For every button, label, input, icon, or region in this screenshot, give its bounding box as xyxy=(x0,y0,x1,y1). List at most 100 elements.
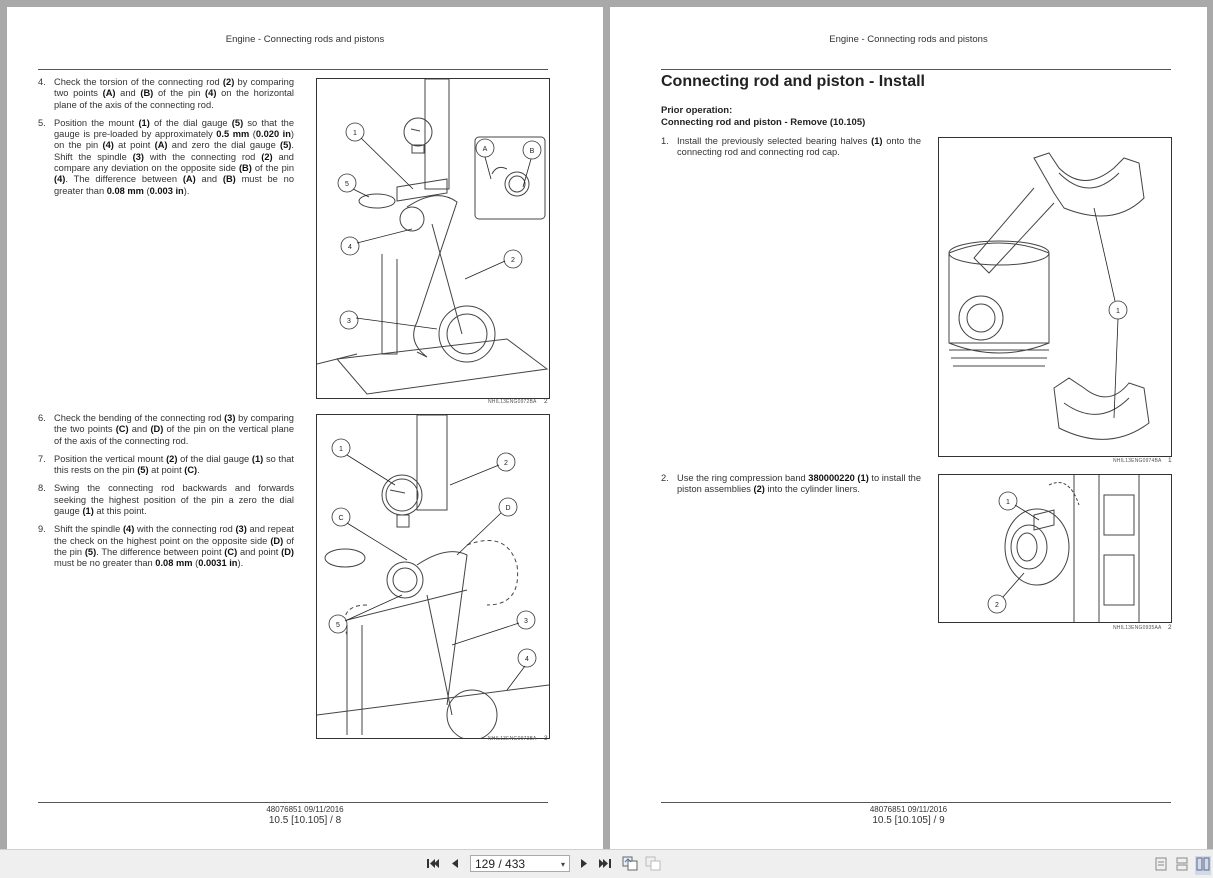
steps-list-bending: 6. Check the bending of the connecting ro… xyxy=(38,413,294,577)
steps-list-bearing: 1. Install the previously selected bearin… xyxy=(661,136,921,166)
previous-view-button[interactable] xyxy=(622,856,638,874)
procedure-step: 8. Swing the connecting rod backwards and… xyxy=(38,483,294,517)
previous-view-icon xyxy=(622,856,638,871)
step-text: Use the ring compression band 380000220 … xyxy=(677,473,921,495)
connecting-rod-bending-illustration: 1 2 3 4 5 C D xyxy=(317,415,549,738)
procedure-step: 7. Position the vertical mount (2) of the… xyxy=(38,454,294,477)
document-page-right: Engine - Connecting rods and pistons Con… xyxy=(610,7,1207,849)
prior-operation-label: Prior operation: xyxy=(661,105,733,116)
step-text: Shift the spindle (4) with the connectin… xyxy=(54,524,295,569)
header-rule xyxy=(661,69,1171,70)
page-header: Engine - Connecting rods and pistons xyxy=(225,34,385,45)
step-number: 8. xyxy=(38,483,46,494)
svg-text:2: 2 xyxy=(504,460,508,467)
dropdown-arrow-icon: ▾ xyxy=(560,860,565,869)
svg-text:2: 2 xyxy=(511,257,515,264)
step-text: Swing the connecting rod backwards and f… xyxy=(54,483,294,517)
figure-caption: NHIL13ENG0973BA xyxy=(488,736,537,742)
svg-text:3: 3 xyxy=(347,318,351,325)
footer-rule xyxy=(661,802,1171,803)
procedure-step: 1. Install the previously selected bearin… xyxy=(661,136,921,159)
doc-number-date: 48076851 09/11/2016 xyxy=(869,805,948,814)
figure-number: 3 xyxy=(544,735,548,742)
svg-text:D: D xyxy=(505,505,510,512)
continuous-view-icon xyxy=(1176,857,1188,871)
document-page-left: Engine - Connecting rods and pistons 4. C… xyxy=(7,7,603,849)
svg-text:1: 1 xyxy=(1116,308,1120,315)
figure-caption: NHIL13ENG0972BA xyxy=(488,399,537,405)
doc-number-date: 48076851 09/11/2016 xyxy=(266,805,344,814)
svg-text:5: 5 xyxy=(336,622,340,629)
figure-ring-compression: 1 2 xyxy=(938,474,1172,623)
single-page-view-button[interactable] xyxy=(1155,857,1167,874)
figure-number: 2 xyxy=(1168,624,1172,631)
figure-bending-check: 1 2 3 4 5 C D xyxy=(316,414,550,739)
first-page-button[interactable] xyxy=(426,858,440,872)
prior-operation: Prior operation: Connecting rod and pist… xyxy=(661,105,865,128)
step-text: Position the mount (1) of the dial gauge… xyxy=(54,117,295,196)
next-view-icon xyxy=(645,856,661,871)
procedure-step: 6. Check the bending of the connecting ro… xyxy=(38,413,294,447)
steps-list-torsion: 4. Check the torsion of the connecting ro… xyxy=(38,77,294,204)
figure-caption: NHIL13ENG0974BA xyxy=(1113,458,1162,464)
svg-text:5: 5 xyxy=(345,181,349,188)
svg-text:4: 4 xyxy=(525,656,529,663)
step-number: 7. xyxy=(38,453,46,464)
page-number-value: 129 / 433 xyxy=(475,857,526,871)
section-title: Connecting rod and piston - Install xyxy=(661,73,925,90)
prev-page-icon xyxy=(452,859,458,868)
figure-number: 2 xyxy=(544,398,548,405)
two-page-view-icon xyxy=(1196,857,1210,871)
procedure-step: 4. Check the torsion of the connecting ro… xyxy=(38,77,294,111)
figure-number: 1 xyxy=(1168,457,1172,464)
two-page-view-button[interactable] xyxy=(1195,856,1211,875)
piston-rod-bearing-illustration: 1 xyxy=(948,152,1150,440)
step-number: 9. xyxy=(38,524,46,535)
last-page-icon xyxy=(599,859,611,868)
ring-compression-band-illustration: 1 2 xyxy=(987,475,1140,622)
page-reference: 10.5 [10.105] / 9 xyxy=(872,815,945,826)
step-number: 4. xyxy=(38,77,46,87)
svg-text:2: 2 xyxy=(995,602,999,609)
svg-text:1: 1 xyxy=(1006,499,1010,506)
pdf-navigation-toolbar: 129 / 433 ▾ xyxy=(0,849,1213,878)
connecting-rod-torsion-illustration: 1 2 3 4 5 A B xyxy=(317,79,549,395)
step-text: Install the previously selected bearing … xyxy=(677,136,922,158)
previous-page-button[interactable] xyxy=(450,858,460,872)
next-page-icon xyxy=(581,859,587,868)
page-reference: 10.5 [10.105] / 8 xyxy=(268,815,342,826)
step-number: 2. xyxy=(661,473,669,483)
svg-text:4: 4 xyxy=(348,244,352,251)
procedure-step: 5. Position the mount (1) of the dial gau… xyxy=(38,118,294,197)
footer-rule xyxy=(38,802,548,803)
page-number-select[interactable]: 129 / 433 ▾ xyxy=(470,855,570,872)
svg-text:C: C xyxy=(338,515,343,522)
header-rule xyxy=(38,69,548,70)
step-number: 5. xyxy=(38,117,46,128)
continuous-view-button[interactable] xyxy=(1176,857,1188,874)
procedure-step: 9. Shift the spindle (4) with the connect… xyxy=(38,524,294,569)
prior-operation-link[interactable]: Connecting rod and piston - Remove (10.1… xyxy=(661,116,866,128)
single-page-view-icon xyxy=(1155,857,1167,871)
figure-caption: NHIL13ENG0935AA xyxy=(1113,625,1162,631)
svg-text:1: 1 xyxy=(339,446,343,453)
first-page-icon xyxy=(427,859,439,868)
next-view-button[interactable] xyxy=(645,856,661,874)
svg-text:3: 3 xyxy=(524,618,528,625)
next-page-button[interactable] xyxy=(579,858,589,872)
page-footer: 48076851 09/11/2016 10.5 [10.105] / 9 xyxy=(610,805,1207,826)
step-text: Check the bending of the connecting rod … xyxy=(54,413,295,446)
svg-text:A: A xyxy=(483,146,488,153)
page-footer: 48076851 09/11/2016 10.5 [10.105] / 8 xyxy=(7,805,603,826)
figure-bearing-halves: 1 xyxy=(938,137,1172,457)
step-text: Position the vertical mount (2) of the d… xyxy=(54,453,294,476)
steps-list-install-piston: 2. Use the ring compression band 38000022… xyxy=(661,473,921,503)
svg-text:B: B xyxy=(530,148,535,155)
page-header: Engine - Connecting rods and pistons xyxy=(829,34,988,45)
figure-torsion-check: 1 2 3 4 5 A B xyxy=(316,78,550,399)
step-text: Check the torsion of the connecting rod … xyxy=(54,77,294,110)
last-page-button[interactable] xyxy=(598,858,612,872)
procedure-step: 2. Use the ring compression band 38000022… xyxy=(661,473,921,496)
step-number: 1. xyxy=(661,136,669,146)
step-number: 6. xyxy=(38,413,46,423)
